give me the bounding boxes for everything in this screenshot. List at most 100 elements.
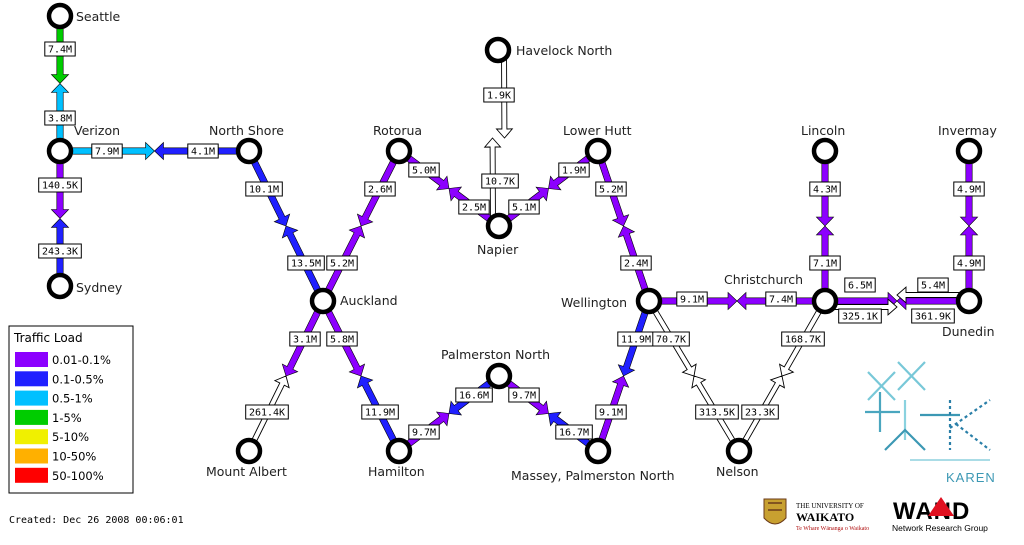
link-label-box (781, 331, 825, 347)
node-lincoln[interactable] (811, 137, 839, 165)
link-label-rotorua-to-auckland: 2.6M (364, 181, 396, 197)
node-label-nelson: Nelson (716, 464, 759, 479)
node-label-hamilton: Hamilton (368, 464, 425, 479)
node-massey[interactable] (584, 437, 612, 465)
link-label-text: 2.4M (624, 259, 648, 270)
node-lowerhutt[interactable] (584, 137, 612, 165)
legend-swatch (15, 371, 48, 387)
link-label-box (558, 162, 590, 178)
link-label-wellington-to-nelson: 70.7K (652, 331, 690, 347)
link-label-text: 5.4M (921, 281, 945, 292)
link-label-box (44, 110, 76, 126)
link-label-napier-to-rotorua: 2.5M (458, 199, 490, 215)
node-label-lower-hutt: Lower Hutt (563, 123, 632, 138)
link-label-box (458, 199, 490, 215)
link-label-box (483, 87, 515, 103)
link-label-northshore-to-auckland: 10.1M (245, 181, 283, 197)
legend-label: 0.01-0.1% (52, 353, 111, 367)
link-label-box (809, 181, 841, 197)
link-label-text: 9.7M (412, 428, 436, 439)
node-northshore[interactable] (235, 137, 263, 165)
node-mountalbert[interactable] (235, 437, 263, 465)
link-label-box (289, 331, 321, 347)
link-label-invermay-to-dunedin: 4.9M (953, 181, 985, 197)
node-label-dunedin: Dunedin (942, 324, 995, 339)
link-label-text: 9.7M (512, 391, 536, 402)
link-label-box (187, 143, 219, 159)
link-label-massey-to-palmerston: 16.7M (555, 424, 593, 440)
link-label-box (676, 291, 708, 307)
link-label-nelson-to-wellington: 313.5K (695, 404, 739, 420)
node-seattle[interactable] (46, 2, 74, 30)
wand-subtitle-text: Network Research Group (892, 523, 988, 533)
node-verizon[interactable] (46, 137, 74, 165)
link-label-christchurch-to-nelson: 168.7K (781, 331, 825, 347)
node-napier[interactable] (485, 212, 513, 240)
link-label-verizon-to-sydney: 140.5K (38, 177, 82, 193)
legend-label: 0.1-0.5% (52, 372, 104, 386)
link-label-text: 5.2M (330, 259, 354, 270)
link-label-text: 325.1K (842, 312, 878, 323)
link-label-seattle-to-verizon: 7.4M (44, 41, 76, 57)
link-label-box (326, 331, 358, 347)
node-invermay[interactable] (955, 137, 983, 165)
link-label-text: 2.5M (462, 203, 486, 214)
link-label-box (455, 387, 493, 403)
wand-triangle-icon (928, 497, 954, 516)
node-christchurch[interactable] (811, 287, 839, 315)
link-label-massey-to-wellington: 9.1M (595, 404, 627, 420)
link-label-text: 10.7K (485, 177, 515, 188)
link-label-northshore-to-verizon: 4.1M (187, 143, 219, 159)
link-label-lincoln-to-christchurch: 4.3M (809, 181, 841, 197)
node-dunedin[interactable] (955, 287, 983, 315)
node-rotorua[interactable] (385, 137, 413, 165)
node-hamilton[interactable] (385, 437, 413, 465)
legend-swatch (15, 409, 48, 425)
node-label-lincoln: Lincoln (801, 123, 845, 138)
link-label-text: 5.8M (330, 335, 354, 346)
node-label-mount-albert: Mount Albert (206, 464, 287, 479)
link-label-text: 313.5K (699, 408, 735, 419)
link-label-text: 1.9M (562, 166, 586, 177)
link-label-rotorua-to-napier: 5.0M (408, 162, 440, 178)
link-label-auckland-to-mountalbert: 3.1M (289, 331, 321, 347)
legend-label: 5-10% (52, 430, 89, 444)
link-label-box (44, 41, 76, 57)
link-label-palmerston-to-massey: 9.7M (508, 387, 540, 403)
link-label-wellington-to-christchurch: 9.1M (676, 291, 708, 307)
node-nelson[interactable] (725, 437, 753, 465)
link-label-text: 4.9M (957, 185, 981, 196)
link-label-verizon-to-northshore: 7.9M (91, 143, 123, 159)
link-label-box (555, 424, 593, 440)
link-label-box (844, 277, 876, 293)
node-palmerston[interactable] (485, 362, 513, 390)
link-label-havelock-to-napier: 1.9K (483, 87, 515, 103)
link-label-christchurch-to-lincoln: 7.1M (809, 255, 841, 271)
legend-swatch (15, 390, 48, 406)
node-label-auckland: Auckland (340, 293, 398, 308)
link-label-box (91, 143, 123, 159)
link-label-auckland-to-hamilton: 5.8M (326, 331, 358, 347)
link-label-dunedin-to-christchurch: 361.9K (911, 308, 955, 324)
link-label-napier-to-lowerhutt: 5.1M (508, 199, 540, 215)
link-label-christchurch-to-dunedin: 325.1K (838, 308, 882, 324)
link-label-box (917, 277, 949, 293)
node-sydney[interactable] (46, 272, 74, 300)
link-label-text: 243.3K (42, 247, 78, 258)
node-auckland[interactable] (309, 287, 337, 315)
node-label-seattle: Seattle (76, 9, 121, 24)
link-label-box (38, 243, 82, 259)
legend-label: 0.5-1% (52, 392, 93, 406)
node-label-north-shore: North Shore (209, 123, 284, 138)
link-label-sydney-to-verizon: 243.3K (38, 243, 82, 259)
link-label-text: 261.4K (249, 408, 285, 419)
link-label-box (595, 404, 627, 420)
node-wellington[interactable] (635, 287, 663, 315)
link-label-box (595, 181, 627, 197)
node-havelock[interactable] (484, 36, 512, 64)
legend-swatch (15, 352, 48, 367)
link-label-box (911, 308, 955, 324)
link-label-box (741, 404, 779, 420)
link-label-box (953, 181, 985, 197)
